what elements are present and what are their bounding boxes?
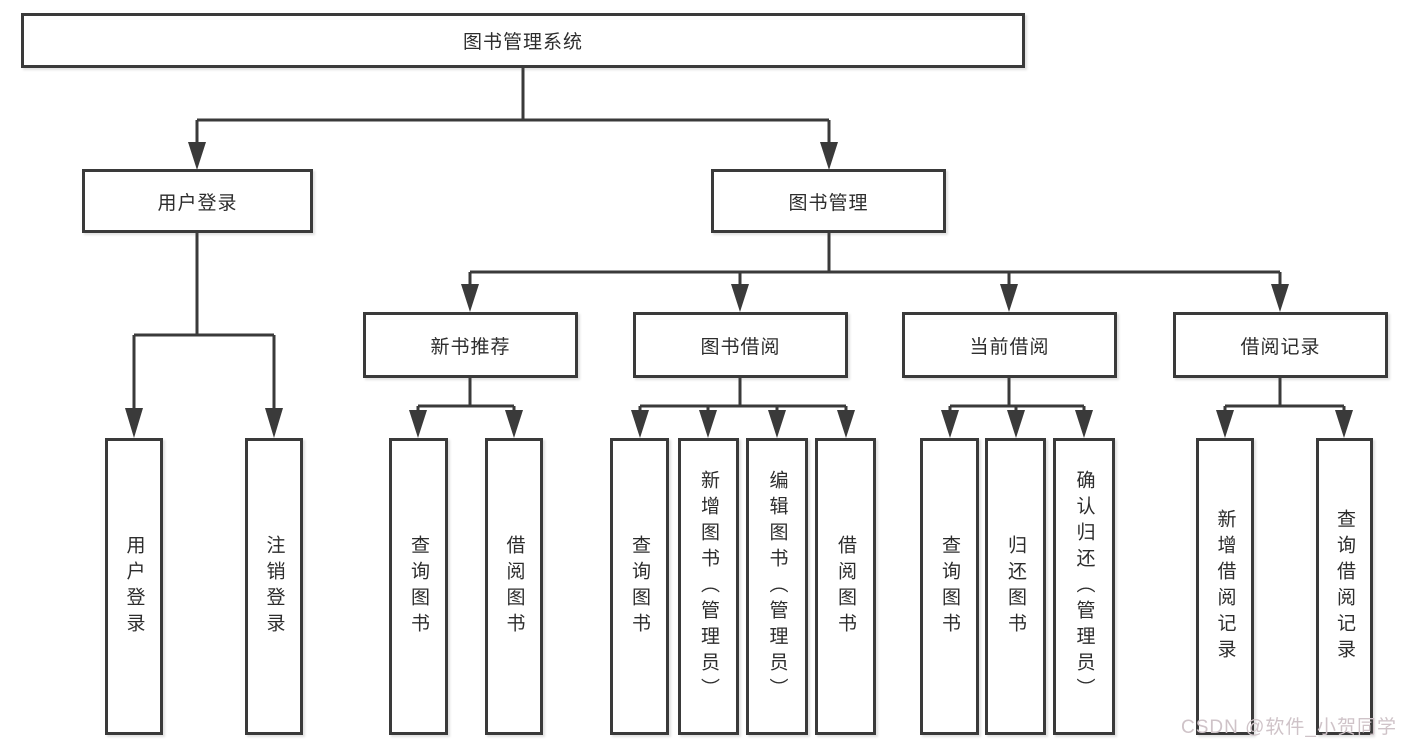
node-current-borrow: 当前借阅 — [902, 312, 1117, 378]
node-label: 图书管理 — [788, 192, 869, 214]
leaf-label: 查询图书 — [629, 534, 650, 639]
leaf-label: 新增借阅记录 — [1214, 508, 1236, 665]
node-label: 借阅记录 — [1240, 336, 1321, 358]
leaf-query-book-borrow: 查询图书 — [610, 438, 669, 735]
leaf-query-book-current: 查询图书 — [920, 438, 979, 735]
leaf-borrow-book-recommend: 借阅图书 — [485, 438, 543, 735]
leaf-borrow-book: 借阅图书 — [815, 438, 876, 735]
node-new-book-recommend: 新书推荐 — [363, 312, 578, 378]
node-label: 新书推荐 — [430, 336, 511, 358]
leaf-user-login: 用户登录 — [105, 438, 163, 735]
leaf-label: 借阅图书 — [835, 534, 856, 639]
leaf-return-book: 归还图书 — [985, 438, 1046, 735]
leaf-query-borrow-record: 查询借阅记录 — [1316, 438, 1373, 735]
leaf-add-borrow-record: 新增借阅记录 — [1196, 438, 1254, 735]
leaf-label: 借阅图书 — [503, 534, 525, 639]
leaf-label: 确认归还（管理员） — [1073, 469, 1095, 704]
node-label: 图书管理系统 — [462, 32, 583, 53]
leaf-label: 注销登录 — [263, 534, 285, 639]
leaf-add-book-admin: 新增图书（管理员） — [678, 438, 739, 735]
leaf-label: 查询图书 — [408, 534, 429, 639]
leaf-label: 用户登录 — [123, 534, 145, 639]
node-root-system: 图书管理系统 — [21, 13, 1025, 68]
node-book-borrow: 图书借阅 — [633, 312, 848, 378]
leaf-edit-book-admin: 编辑图书（管理员） — [746, 438, 808, 735]
node-book-management: 图书管理 — [711, 169, 946, 233]
leaf-logout: 注销登录 — [245, 438, 303, 735]
leaf-label: 归还图书 — [1005, 534, 1026, 639]
node-user-login: 用户登录 — [82, 169, 313, 233]
node-label: 用户登录 — [157, 192, 238, 214]
leaf-confirm-return-admin: 确认归还（管理员） — [1053, 438, 1115, 735]
leaf-query-book-recommend: 查询图书 — [389, 438, 448, 735]
leaf-label: 新增图书（管理员） — [698, 469, 719, 704]
leaf-label: 编辑图书（管理员） — [766, 469, 788, 704]
leaf-label: 查询图书 — [939, 534, 960, 639]
csdn-watermark: CSDN @软件_小贺同学 — [1181, 717, 1397, 738]
node-label: 当前借阅 — [969, 336, 1050, 358]
node-label: 图书借阅 — [700, 336, 781, 358]
leaf-label: 查询借阅记录 — [1334, 508, 1355, 665]
node-borrow-record: 借阅记录 — [1173, 312, 1388, 378]
